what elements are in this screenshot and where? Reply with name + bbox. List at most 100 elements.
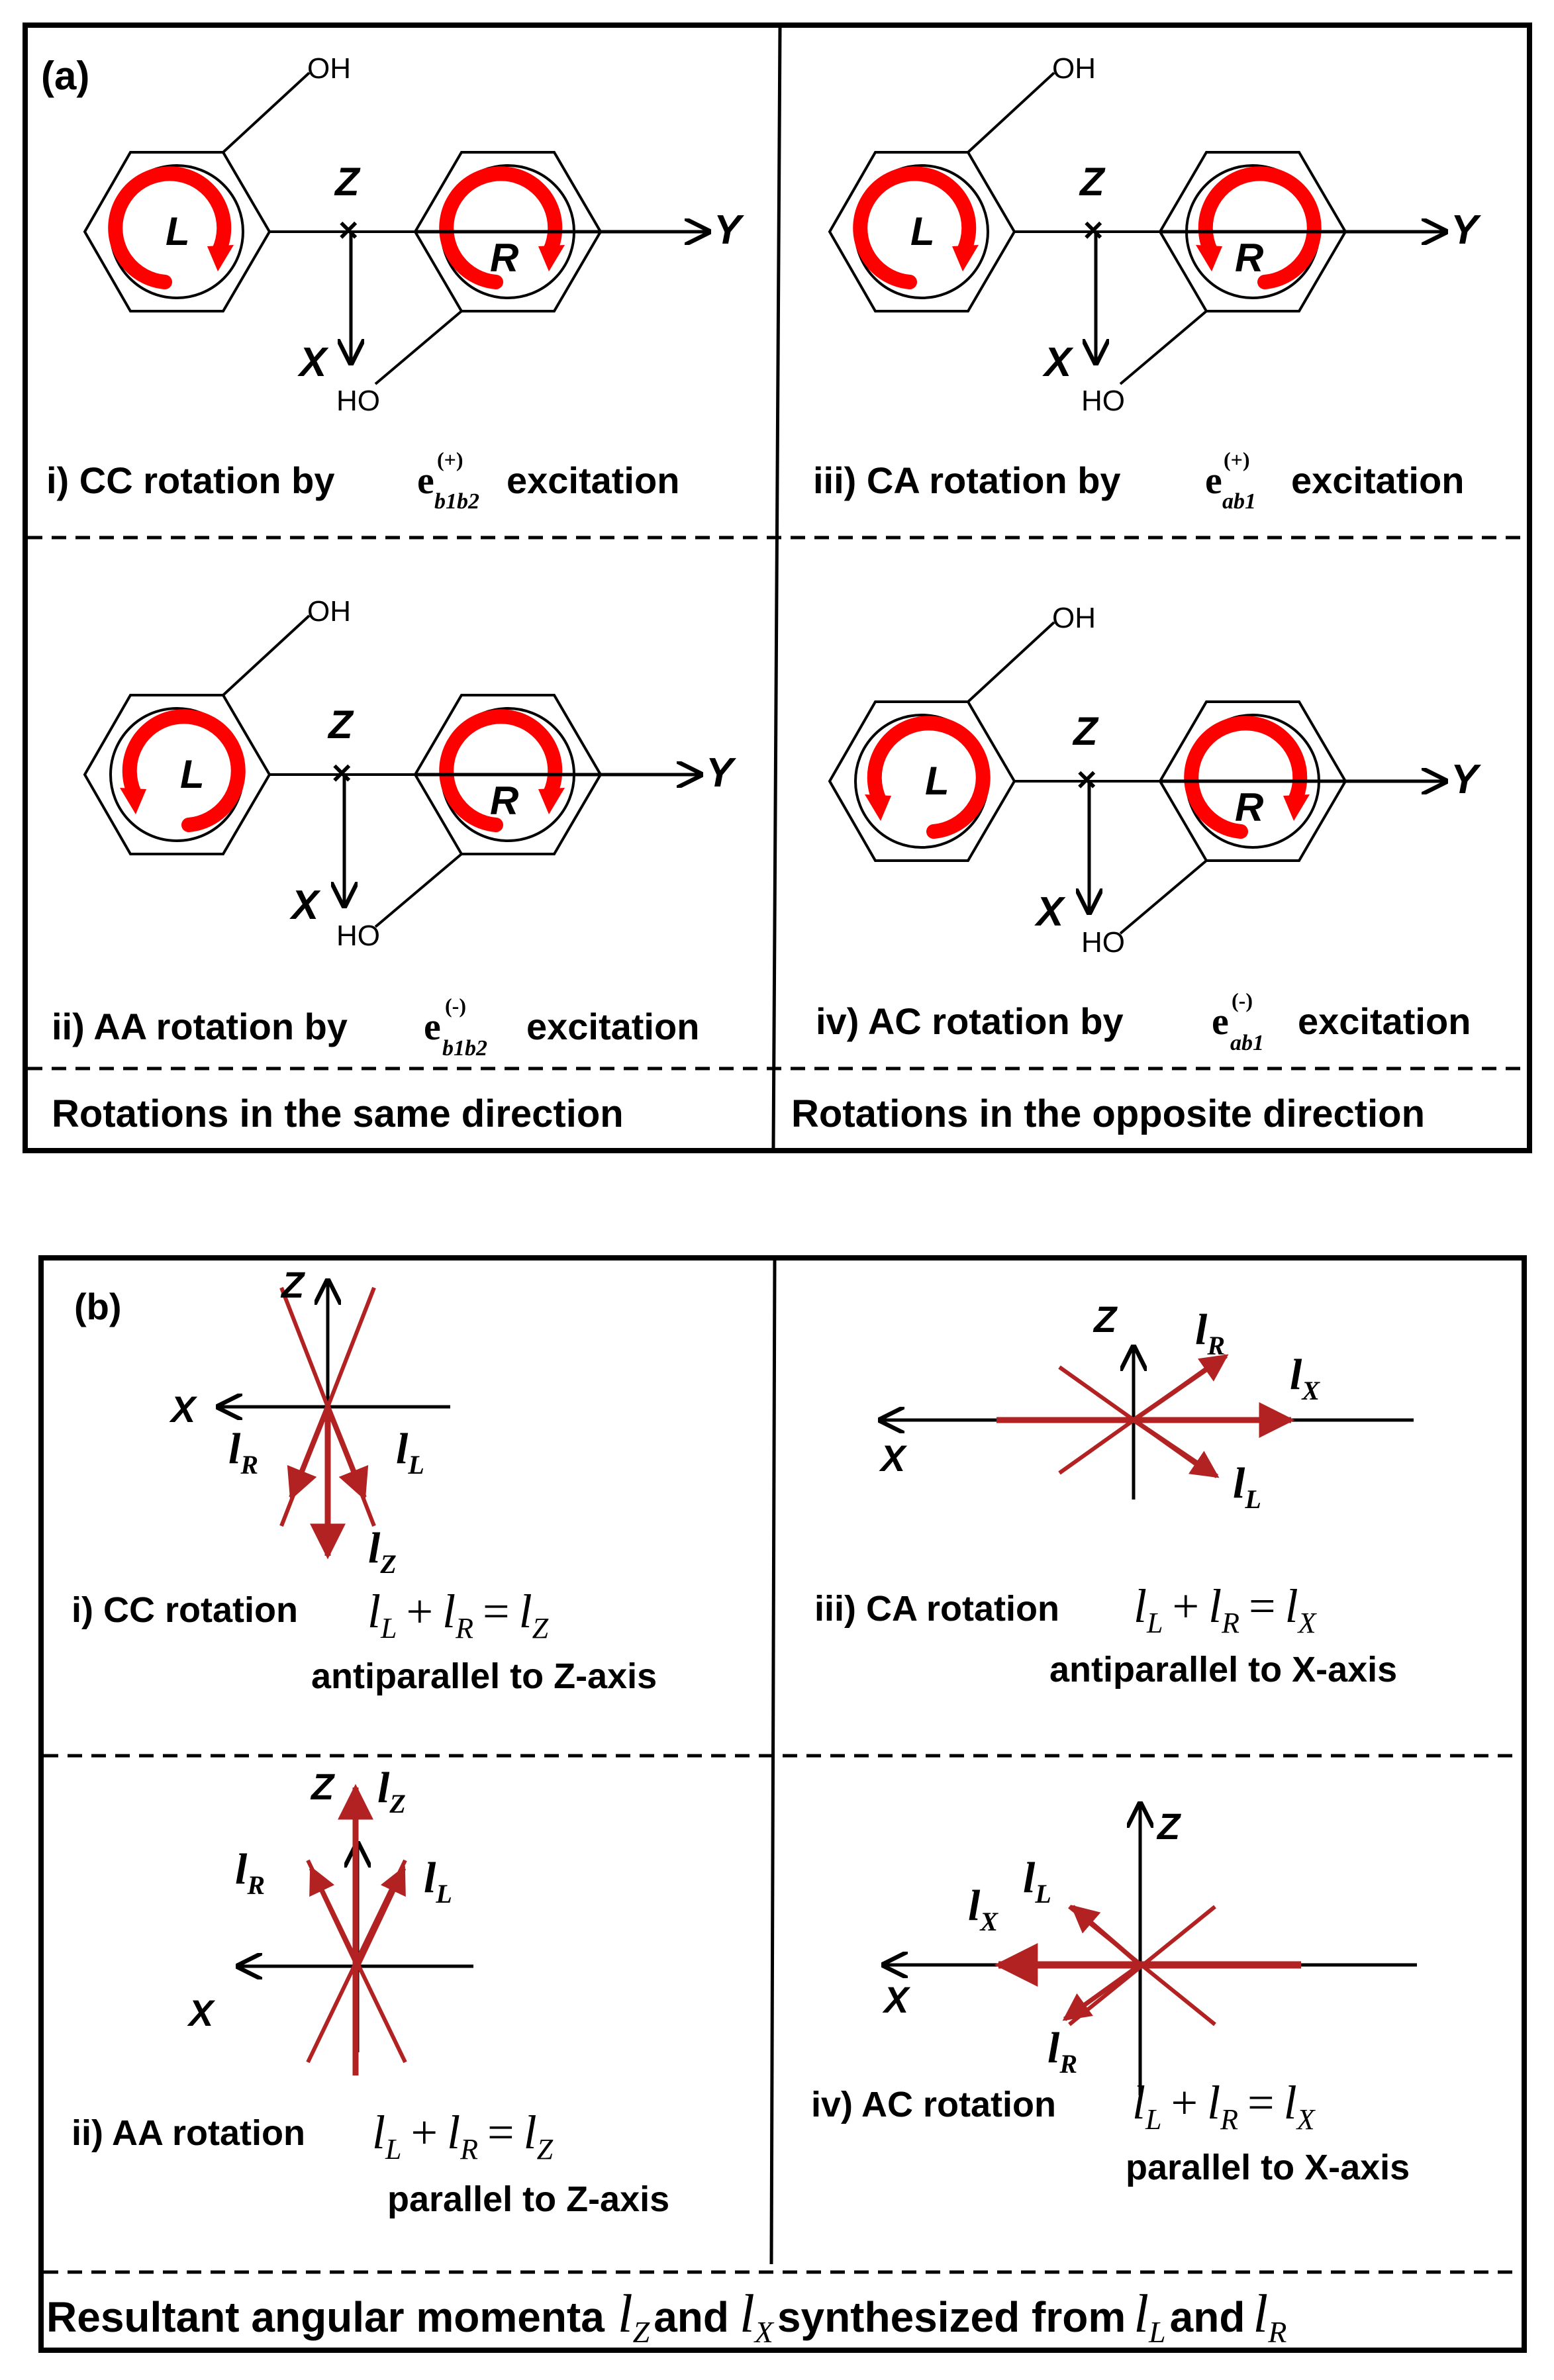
ring-label-l: L: [910, 209, 935, 254]
panel-b-label: (b): [74, 1286, 122, 1327]
equation-ca: iii) CA rotation lL+lR=lX antiparallel t…: [814, 1580, 1397, 1690]
caption-e: e: [1205, 459, 1222, 502]
vector-l-r: [287, 1405, 330, 1501]
rotation-name: ii) AA rotation: [72, 2113, 305, 2153]
ho-label: HO: [1081, 926, 1125, 959]
equation: lL+lR=lZ: [372, 2106, 554, 2166]
label-l-l: lL: [1233, 1459, 1261, 1514]
axis-z-label: Z: [310, 1766, 335, 1807]
panel-a-frame: [23, 23, 1532, 1153]
equation: lL+lR=lX: [1132, 2076, 1316, 2136]
equation-note: parallel to X-axis: [1126, 2148, 1410, 2187]
ho-label: HO: [1081, 385, 1125, 417]
axis-x-label: X: [169, 1388, 198, 1430]
rotation-name: iv) AC rotation: [811, 2085, 1056, 2124]
rotation-arrow-l-ccw: [865, 723, 983, 832]
caption-e-sub: ab1: [1230, 1031, 1264, 1055]
caption-post: excitation: [507, 459, 679, 501]
label-l-z: lZ: [377, 1764, 406, 1819]
axis-y-label: Y: [1451, 207, 1482, 253]
caption-ca: iii) CA rotation by e (+) ab1 excitation: [813, 448, 1464, 514]
label-l-l: lL: [396, 1425, 424, 1480]
axis-z-label: Z: [327, 702, 354, 747]
footer-opposite-direction: Rotations in the opposite direction: [791, 1092, 1425, 1135]
caption-post: excitation: [1291, 459, 1464, 501]
ring-label-r: R: [490, 236, 518, 280]
panel-a: (a) × Z Y X L R OH HO i) CC rotation by …: [23, 23, 1532, 1153]
equation: lL+lR=lX: [1134, 1580, 1318, 1639]
label-l-r: lR: [1047, 2024, 1077, 2079]
axis-x-label: X: [1034, 889, 1066, 935]
caption-post: excitation: [526, 1006, 699, 1047]
label-l-x: lX: [968, 1881, 998, 1936]
vector-diagram-aa: Z X lZ lR lL: [187, 1764, 473, 2075]
oh-label: OH: [307, 595, 351, 628]
axis-x-label: X: [879, 1437, 908, 1479]
axis-z-label: Z: [280, 1264, 305, 1306]
equation-note: antiparallel to X-axis: [1049, 1650, 1397, 1690]
ring-label-l: L: [166, 209, 190, 254]
oh-bond: [222, 71, 311, 154]
label-l-l: lL: [424, 1854, 452, 1909]
ring-label-l: L: [925, 759, 949, 803]
caption-e-sup: (-): [445, 994, 466, 1018]
caption-e-sub: b1b2: [434, 489, 479, 514]
label-l-r: lR: [1195, 1306, 1225, 1360]
axis-y-label: Y: [1451, 757, 1482, 802]
panel-b-frame: [38, 1255, 1527, 2353]
axis-x-label: X: [289, 882, 321, 928]
axis-y-label: Y: [706, 750, 737, 796]
ho-bond: [374, 853, 463, 928]
vector-l-r: [1132, 1354, 1229, 1422]
ho-label: HO: [336, 385, 380, 417]
caption-pre: i) CC rotation by: [46, 459, 335, 501]
caption-e-sup: (+): [437, 448, 463, 471]
axis-z-label: Z: [1156, 1805, 1181, 1847]
ho-label: HO: [336, 920, 380, 952]
caption-e: e: [424, 1005, 441, 1048]
vector-diagram-ca: Z X lR lX lL: [879, 1298, 1414, 1514]
caption-pre: iv) AC rotation by: [816, 1000, 1124, 1042]
oh-label: OH: [1052, 52, 1096, 85]
caption-e-sub: ab1: [1222, 489, 1256, 514]
panel-b: (b) Z X lR lL lZ i) CC rotation lL+lR=lZ…: [38, 1255, 1527, 2353]
caption-ac: iv) AC rotation by e (-) ab1 excitation: [816, 988, 1471, 1055]
ho-bond: [1119, 859, 1208, 935]
caption-pre: iii) CA rotation by: [813, 459, 1121, 501]
vector-l-r: [1062, 1963, 1142, 2021]
label-l-l: lL: [1023, 1854, 1051, 1909]
label-l-x: lX: [1290, 1351, 1320, 1405]
axis-y-label: Y: [714, 207, 745, 253]
oh-bond: [967, 621, 1055, 703]
caption-e: e: [1212, 1000, 1229, 1043]
equation-aa: ii) AA rotation lL+lR=lZ parallel to Z-a…: [72, 2106, 669, 2219]
molecule-ac: × Z Y X L R OH HO: [828, 602, 1482, 959]
axis-z-cross: ×: [338, 211, 358, 250]
caption-e-sup: (-): [1232, 988, 1253, 1012]
vector-l-l: [355, 1866, 407, 1968]
caption-cc: i) CC rotation by e (+) b1b2 excitation: [46, 448, 679, 514]
caption-e-sup: (+): [1224, 448, 1250, 471]
label-l-r: lR: [228, 1425, 258, 1480]
oh-bond: [967, 71, 1055, 154]
ring-label-r: R: [1235, 236, 1263, 280]
footer-same-direction: Rotations in the same direction: [52, 1092, 624, 1135]
rotation-name: iii) CA rotation: [814, 1589, 1059, 1629]
axis-x-label: X: [297, 340, 329, 385]
vector-diagram-ac: Z X lL lX lR: [882, 1804, 1417, 2095]
caption-e: e: [417, 459, 434, 502]
vector-l-l: [325, 1405, 369, 1501]
caption-e-sub: b1b2: [442, 1036, 487, 1061]
axis-z-label: Z: [1079, 160, 1106, 204]
panel-a-label: (a): [41, 54, 89, 98]
oh-bond: [222, 614, 311, 696]
axis-z-label: Z: [1072, 709, 1099, 753]
oh-label: OH: [307, 52, 351, 85]
caption-post: excitation: [1298, 1000, 1471, 1042]
equation-ac: iv) AC rotation lL+lR=lX parallel to X-a…: [811, 2076, 1410, 2187]
axis-x-label: X: [187, 1992, 216, 2034]
molecule-aa: × Z Y X L R OH HO: [83, 595, 737, 952]
molecule-cc: × Z Y X L R OH HO: [83, 52, 745, 417]
